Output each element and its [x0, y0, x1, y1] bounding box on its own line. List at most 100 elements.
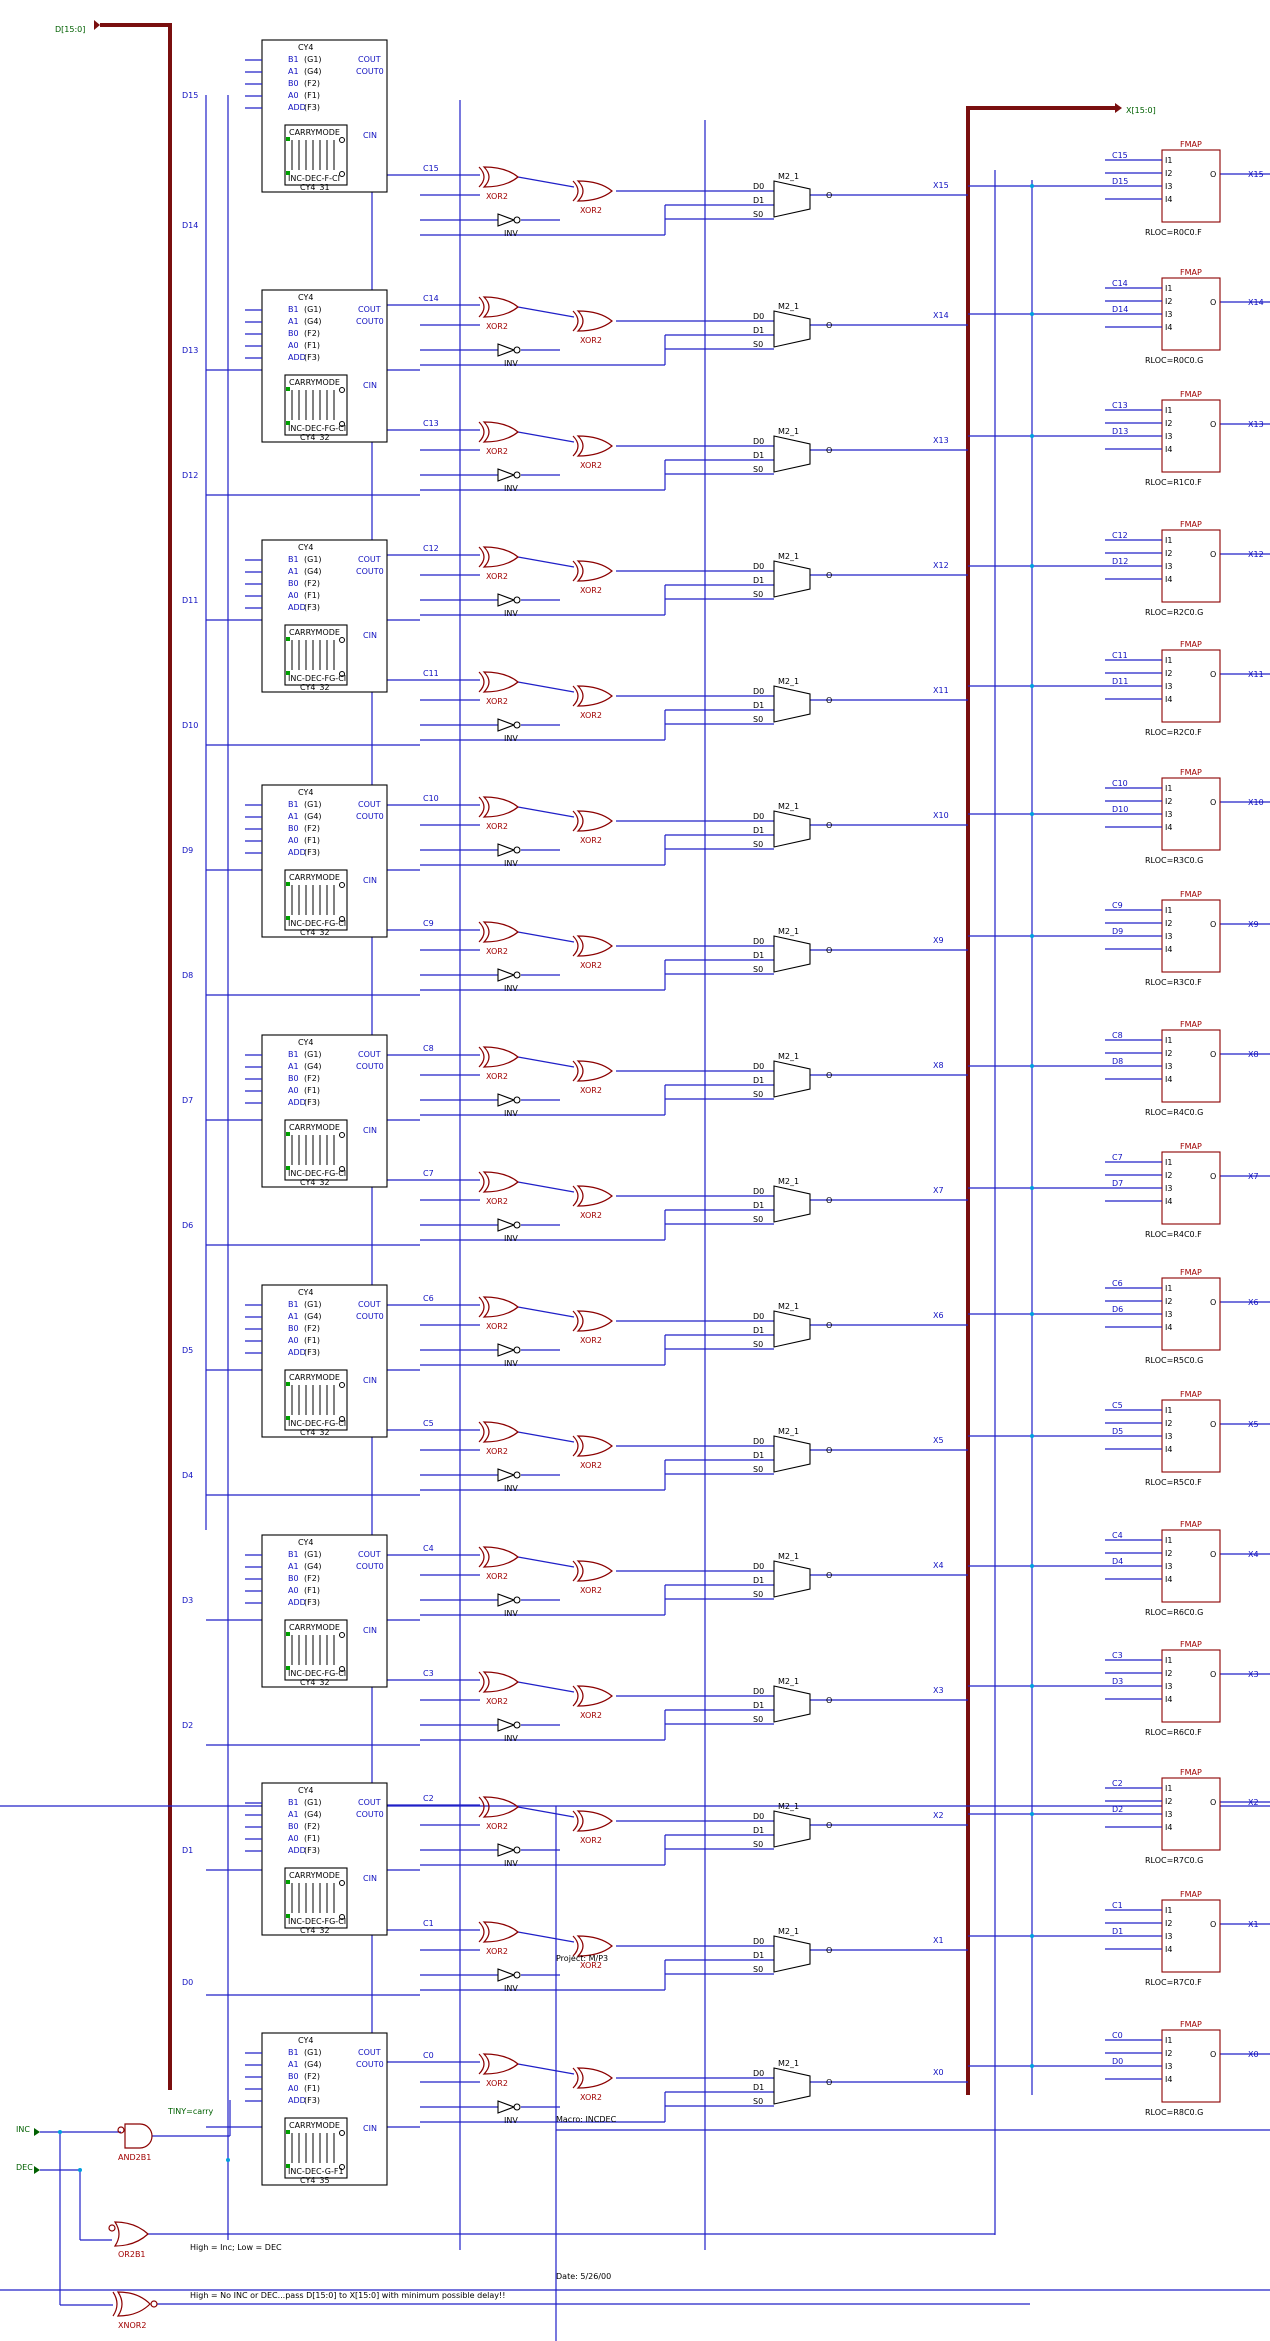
- cy4-mode: INC-DEC-FG-CI: [288, 1169, 346, 1178]
- cy4-cin: CIN: [363, 1376, 377, 1385]
- inv-label: INV: [504, 1234, 518, 1243]
- cy4-pin-add: ADD: [288, 848, 306, 857]
- mux-pin: D0: [753, 437, 764, 446]
- xor-body: [576, 1935, 613, 1957]
- fmap-title: FMAP: [1180, 890, 1202, 899]
- mux-pin: D0: [753, 1687, 764, 1696]
- mux-output: O: [826, 1196, 832, 1205]
- fmap-out-pin: O: [1210, 1670, 1216, 1679]
- carrymode-marker: [286, 1416, 290, 1420]
- inv-label: INV: [504, 1609, 518, 1618]
- inv-bubble: [513, 846, 521, 854]
- mux-pin: S0: [753, 1840, 763, 1849]
- carry-label: C12: [423, 544, 439, 553]
- cy4-invert-bubble: [339, 171, 345, 177]
- xor-input-arc: [572, 1060, 579, 1082]
- xor-chain-wire: [517, 1556, 575, 1568]
- x-out-label: X0: [933, 2068, 944, 2077]
- pass-through-note: High = No INC or DEC...pass D[15:0] to X…: [190, 2291, 505, 2300]
- fmap-carry-in: C12: [1112, 531, 1128, 540]
- mux-output: O: [826, 1071, 832, 1080]
- mux-pin: D0: [753, 812, 764, 821]
- inv-bubble: [513, 1846, 521, 1854]
- xor-input-arc: [478, 421, 485, 443]
- inv-bubble: [513, 1096, 521, 1104]
- cy4-pin-add: ADD: [288, 353, 306, 362]
- cy4-instance: CY4_32: [300, 683, 330, 692]
- carry-label: C11: [423, 669, 439, 678]
- carrymode-box: [284, 624, 348, 686]
- mux-pin: D0: [753, 1187, 764, 1196]
- mux-pin: S0: [753, 2097, 763, 2106]
- mux-body: [773, 1560, 811, 1598]
- xor-body: [576, 1185, 613, 1207]
- xor-gate: XOR2: [572, 1310, 613, 1345]
- cy4-invert-bubble: [339, 1382, 345, 1388]
- inv-body: [497, 343, 516, 357]
- cy4-cout: COUT: [358, 1550, 381, 1559]
- xor-chain-wire: [517, 1306, 575, 1318]
- inv-body: [497, 1218, 516, 1232]
- mux-pin: D1: [753, 826, 764, 835]
- cy4-cout: COUT: [358, 2048, 381, 2057]
- fmap-out-pin: O: [1210, 1298, 1216, 1307]
- fmap-d-in: D3: [1112, 1677, 1123, 1686]
- cy4-fn-pin: (G4): [304, 67, 322, 76]
- mux-body: [773, 1435, 811, 1473]
- cy4-pin-b1: B1: [288, 555, 299, 564]
- mux-pin: D0: [753, 312, 764, 321]
- carry-label: C10: [423, 794, 439, 803]
- carrymode-label: CARRYMODE: [289, 128, 340, 137]
- inv-body: [497, 1968, 516, 1982]
- cy4-cout0: COUT0: [356, 567, 384, 576]
- junction-dot: [1030, 1434, 1034, 1438]
- inverter: INV: [497, 1468, 521, 1493]
- cy4-cout0: COUT0: [356, 1312, 384, 1321]
- cy4-invert-bubble: [339, 137, 345, 143]
- xor-body: [482, 1796, 519, 1818]
- junction-dot: [1030, 564, 1034, 568]
- inv-body: [497, 1468, 516, 1482]
- carrymode-marker: [286, 671, 290, 675]
- xor-gate: XOR2: [478, 921, 519, 956]
- fmap-d-in: D9: [1112, 927, 1123, 936]
- xor-label: XOR2: [580, 1836, 602, 1845]
- d-tap-label: D5: [182, 1346, 193, 1355]
- fmap-pin: I1: [1165, 784, 1172, 793]
- mux-body: [773, 2067, 811, 2105]
- xor-label: XOR2: [580, 1461, 602, 1470]
- mux-pin: S0: [753, 965, 763, 974]
- fmap-pin: I3: [1165, 810, 1172, 819]
- carrymode-label: CARRYMODE: [289, 1871, 340, 1880]
- fmap-title: FMAP: [1180, 268, 1202, 277]
- cy4-pin-a1: A1: [288, 1810, 299, 1819]
- fmap-out-pin: O: [1210, 798, 1216, 807]
- fmap-out-pin: O: [1210, 1550, 1216, 1559]
- mux-pin: S0: [753, 210, 763, 219]
- cy4-cout0: COUT0: [356, 2060, 384, 2069]
- mux-pin: S0: [753, 1715, 763, 1724]
- xor-input-arc: [478, 546, 485, 568]
- inv-label: INV: [504, 1859, 518, 1868]
- cy4-pin-b1: B1: [288, 305, 299, 314]
- cy4-pin-a1: A1: [288, 567, 299, 576]
- fmap-carry-in: C7: [1112, 1153, 1123, 1162]
- fmap-body: [1161, 649, 1221, 723]
- fmap-title: FMAP: [1180, 1768, 1202, 1777]
- inv-bubble: [513, 1596, 521, 1604]
- xor-gate: XOR2: [478, 296, 519, 331]
- mux-label: M2_1: [778, 1052, 799, 1061]
- fmap-pin: I4: [1165, 823, 1172, 832]
- inv-body: [497, 843, 516, 857]
- cy4-body: [261, 1782, 388, 1936]
- d-bus-arrow: [94, 20, 100, 30]
- mux-body: [773, 1810, 811, 1848]
- fmap-pin: I3: [1165, 182, 1172, 191]
- fmap-pin: I4: [1165, 575, 1172, 584]
- dec-input-label: DEC: [16, 2163, 33, 2172]
- fmap-pin: I2: [1165, 1919, 1172, 1928]
